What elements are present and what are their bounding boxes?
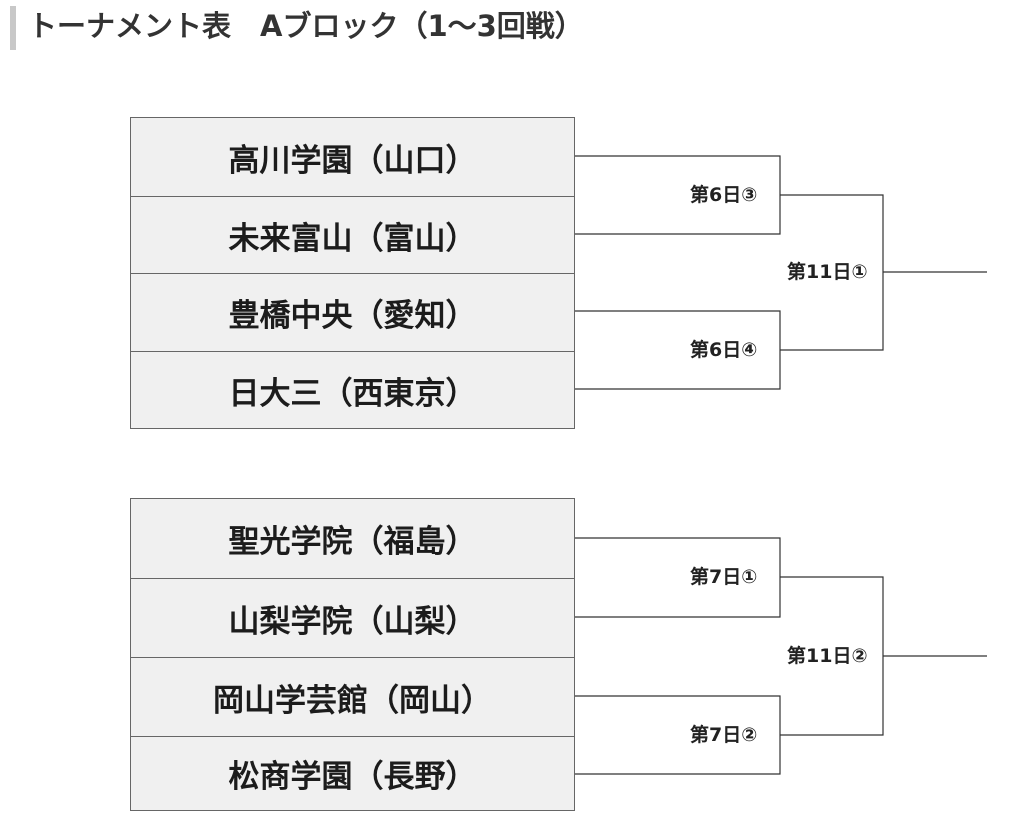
team-cell: 山梨学院（山梨） bbox=[131, 578, 574, 657]
match-label: 第6日④ bbox=[690, 339, 758, 361]
match-label: 第7日① bbox=[690, 566, 758, 588]
match-label: 第6日③ bbox=[690, 184, 758, 206]
team-cell: 岡山学芸館（岡山） bbox=[131, 657, 574, 736]
match-label: 第11日② bbox=[787, 645, 868, 667]
match-label: 第7日② bbox=[690, 724, 758, 746]
team-cell: 日大三（西東京） bbox=[131, 351, 574, 428]
page-title: トーナメント表 Aブロック（1～3回戦） bbox=[28, 9, 584, 43]
match-label: 第11日① bbox=[787, 261, 868, 283]
team-table-block-2: 聖光学院（福島） 山梨学院（山梨） 岡山学芸館（岡山） 松商学園（長野） bbox=[130, 498, 575, 811]
team-cell: 豊橋中央（愛知） bbox=[131, 273, 574, 351]
team-cell: 未来富山（富山） bbox=[131, 196, 574, 273]
team-cell: 高川学園（山口） bbox=[228, 142, 477, 179]
title-accent-bar bbox=[10, 6, 16, 50]
team-table-block-1: 高川学園（山口） 未来富山（富山） 豊橋中央（愛知） 日大三（西東京） bbox=[130, 117, 575, 429]
team-cell: 聖光学院（福島） bbox=[228, 524, 477, 560]
team-cell: 松商学園（長野） bbox=[131, 736, 574, 810]
